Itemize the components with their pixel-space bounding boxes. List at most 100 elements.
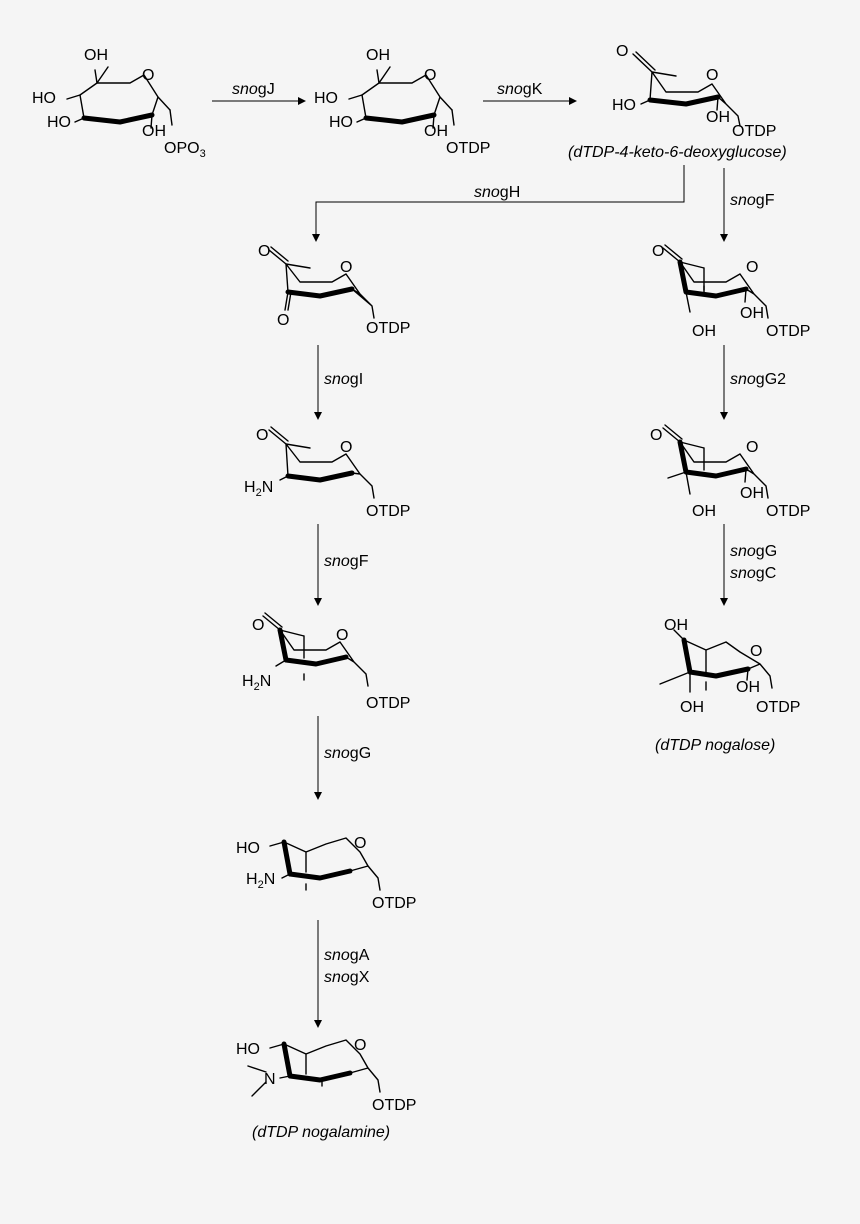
enzyme-suffix: gG: [756, 543, 777, 560]
subscript-2: 2: [256, 487, 262, 499]
atom-label-o: O: [354, 1037, 366, 1054]
enzyme-prefix: sno: [324, 745, 350, 762]
h-text: H: [246, 871, 258, 888]
reaction-arrow-snogF-left: snogF: [314, 524, 369, 606]
enzyme-prefix: sno: [497, 81, 523, 98]
enzyme-suffix: gK: [523, 81, 543, 98]
enzyme-prefix: sno: [324, 947, 350, 964]
atom-label-o: O: [424, 67, 436, 84]
atom-label-otdp: OTDP: [366, 695, 410, 712]
h-text: H: [242, 673, 254, 690]
enzyme-prefix: sno: [730, 543, 756, 560]
enzyme-prefix: sno: [474, 184, 500, 201]
h-text: H: [244, 479, 256, 496]
atom-label-o: O: [256, 427, 268, 444]
enzyme-prefix: sno: [324, 553, 350, 570]
enzyme-label-snogG2: snogG2: [730, 371, 786, 388]
enzyme-label-snogH: snogH: [474, 184, 520, 201]
enzyme-label-snogX: snogX: [324, 969, 370, 986]
compound-3-amino-sugar: HO O H2N OTDP: [236, 835, 416, 912]
subscript-3: 3: [200, 148, 206, 160]
enzyme-suffix: gX: [350, 969, 370, 986]
atom-label-otdp: OTDP: [732, 123, 776, 140]
atom-label-o: O: [354, 835, 366, 852]
atom-label-otdp: OTDP: [756, 699, 800, 716]
atom-label-o: O: [652, 243, 664, 260]
compound-dtdp-glucose: OH HO HO O OH OTDP: [314, 47, 490, 157]
atom-label-o: O: [746, 439, 758, 456]
atom-label-h2n: H2N: [242, 673, 271, 693]
enzyme-suffix: gG: [350, 745, 371, 762]
atom-label-oh: OH: [84, 47, 108, 64]
enzyme-label-snogG: snogG: [730, 543, 777, 560]
enzyme-suffix: gG2: [756, 371, 786, 388]
compound-name-nogalose: (dTDP nogalose): [655, 737, 775, 754]
enzyme-prefix: sno: [324, 371, 350, 388]
enzyme-label-snogI: snogI: [324, 371, 363, 388]
atom-label-ho: HO: [612, 97, 636, 114]
enzyme-label-snogA: snogA: [324, 947, 370, 964]
atom-label-oh: OH: [736, 679, 760, 696]
enzyme-suffix: gC: [756, 565, 776, 582]
compound-dtdp-4-keto-6-deoxyglucose: O HO O OH OTDP (dTDP-4-keto-6-deoxygluco…: [568, 43, 787, 161]
atom-label-oh: OH: [692, 323, 716, 340]
compound-dtdp-nogalose: OH O OH OH OTDP (dTDP nogalose): [655, 617, 800, 754]
reaction-arrow-snogG-snogC: snogG snogC: [720, 524, 777, 606]
reaction-arrow-snogJ: snogJ: [212, 81, 306, 105]
enzyme-suffix: gA: [350, 947, 370, 964]
atom-label-o: O: [258, 243, 270, 260]
enzyme-prefix: sno: [730, 565, 756, 582]
atom-label-otdp: OTDP: [366, 503, 410, 520]
enzyme-label-snogF: snogF: [730, 192, 775, 209]
atom-label-o: O: [616, 43, 628, 60]
atom-label-oh: OH: [706, 109, 730, 126]
subscript-2: 2: [258, 879, 264, 891]
atom-label-ho: HO: [236, 840, 260, 857]
atom-label-otdp: OTDP: [366, 320, 410, 337]
atom-label-o: O: [252, 617, 264, 634]
reaction-arrow-snogH: snogH: [312, 165, 685, 242]
enzyme-suffix: gJ: [258, 81, 275, 98]
compound-right-c-methyl-keto-sugar: O O OH OH OTDP: [650, 424, 810, 520]
compound-3-amino-4-keto-epimer: O O H2N OTDP: [242, 612, 410, 712]
opo-text: OPO: [164, 140, 200, 157]
atom-label-otdp: OTDP: [446, 140, 490, 157]
atom-label-otdp: OTDP: [372, 895, 416, 912]
enzyme-label-snogG: snogG: [324, 745, 371, 762]
reaction-arrow-snogG2: snogG2: [720, 345, 786, 420]
atom-label-o: O: [277, 312, 289, 329]
atom-label-oh: OH: [664, 617, 688, 634]
atom-label-otdp: OTDP: [766, 503, 810, 520]
atom-label-h2n: H2N: [246, 871, 275, 891]
atom-label-oh: OH: [366, 47, 390, 64]
atom-label-oh: OH: [740, 305, 764, 322]
compound-glucose-1-phosphate: OH HO HO O OH OPO3: [32, 47, 206, 160]
reaction-arrow-snogG-left: snogG: [314, 716, 371, 800]
enzyme-prefix: sno: [324, 969, 350, 986]
atom-label-opo3: OPO3: [164, 140, 206, 160]
enzyme-label-snogJ: snogJ: [232, 81, 275, 98]
atom-label-oh: OH: [142, 123, 166, 140]
enzyme-label-snogC: snogC: [730, 565, 776, 582]
atom-label-o: O: [340, 259, 352, 276]
compound-name-keto-deoxyglucose: (dTDP-4-keto-6-deoxyglucose): [568, 144, 787, 161]
enzyme-label-snogF: snogF: [324, 553, 369, 570]
atom-label-ho: HO: [329, 114, 353, 131]
compound-3-amino-4-keto-sugar: O O H2N OTDP: [244, 426, 410, 520]
atom-label-o: O: [750, 643, 762, 660]
atom-label-h2n: H2N: [244, 479, 273, 499]
enzyme-suffix: gI: [350, 371, 363, 388]
enzyme-prefix: sno: [730, 371, 756, 388]
compound-dtdp-nogalamine: HO O N OTDP (dTDP nogalamine): [236, 1037, 416, 1141]
atom-label-oh: OH: [740, 485, 764, 502]
reaction-arrow-snogA-snogX: snogA snogX: [314, 920, 370, 1028]
atom-label-o: O: [706, 67, 718, 84]
compound-name-nogalamine: (dTDP nogalamine): [252, 1124, 390, 1141]
atom-label-otdp: OTDP: [372, 1097, 416, 1114]
reaction-arrow-snogK: snogK: [483, 81, 577, 105]
atom-label-o: O: [650, 427, 662, 444]
enzyme-suffix: gH: [500, 184, 520, 201]
atom-label-ho: HO: [47, 114, 71, 131]
atom-label-otdp: OTDP: [766, 323, 810, 340]
